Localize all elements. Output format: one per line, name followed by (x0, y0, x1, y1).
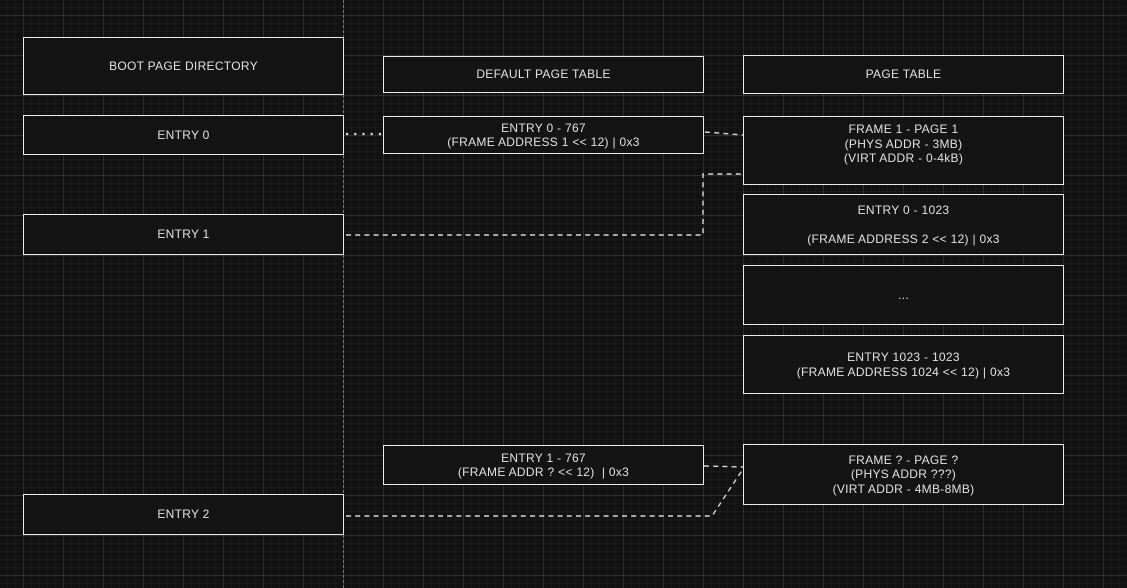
box-entry-0[interactable]: ENTRY 0 (23, 115, 344, 155)
box-default-entry-0-line2: (FRAME ADDRESS 1 << 12) | 0x3 (447, 135, 640, 149)
connector-entry1-to-frame1 (346, 173, 743, 236)
box-entry-1-label: ENTRY 1 (157, 227, 210, 242)
box-page-table[interactable]: PAGE TABLE (743, 55, 1064, 94)
box-entry-1[interactable]: ENTRY 1 (23, 214, 344, 255)
box-frame-1-line2: (PHYS ADDR - 3MB) (844, 136, 963, 151)
box-pt-entry-0-line3: (FRAME ADDRESS 2 << 12) | 0x3 (807, 231, 1000, 246)
connector-default-entry1-to-frame-unknown (703, 465, 744, 468)
box-pt-entry-0[interactable]: ENTRY 0 - 1023 (FRAME ADDRESS 2 << 12) |… (743, 194, 1064, 255)
box-page-table-label: PAGE TABLE (865, 67, 942, 82)
box-pt-entry-1023-line2: (FRAME ADDRESS 1024 << 12) | 0x3 (796, 364, 1011, 379)
connector-default-entry0-to-frame1 (704, 131, 744, 136)
box-frame-1-line1: FRAME 1 - PAGE 1 (848, 122, 959, 136)
box-frame-unknown-line3: (VIRT ADDR - 4MB-8MB) (832, 481, 975, 496)
box-frame-1[interactable]: FRAME 1 - PAGE 1 (PHYS ADDR - 3MB) (VIRT… (743, 116, 1064, 185)
box-default-entry-0-line1: ENTRY 0 - 767 (501, 120, 586, 135)
box-pt-ellipsis[interactable]: ... (743, 265, 1064, 325)
vertical-guide-line (343, 0, 344, 588)
box-entry-0-label: ENTRY 0 (157, 127, 210, 142)
box-default-page-table[interactable]: DEFAULT PAGE TABLE (383, 56, 704, 93)
box-frame-1-line3: (VIRT ADDR - 0-4kB) (843, 151, 964, 165)
box-frame-unknown-line1: FRAME ? - PAGE ? (848, 452, 959, 467)
box-default-entry-1-line1: ENTRY 1 - 767 (501, 450, 586, 465)
box-default-page-table-label: DEFAULT PAGE TABLE (476, 67, 611, 82)
box-default-entry-0[interactable]: ENTRY 0 - 767 (FRAME ADDRESS 1 << 12) | … (383, 116, 704, 154)
box-frame-unknown[interactable]: FRAME ? - PAGE ? (PHYS ADDR ???) (VIRT A… (743, 444, 1064, 505)
box-pt-ellipsis-label: ... (898, 287, 909, 302)
box-entry-2[interactable]: ENTRY 2 (23, 494, 344, 535)
box-pt-entry-1023-line1: ENTRY 1023 - 1023 (847, 350, 960, 364)
box-entry-2-label: ENTRY 2 (157, 507, 210, 522)
box-pt-entry-0-line1: ENTRY 0 - 1023 (857, 202, 950, 217)
box-boot-page-directory-label: BOOT PAGE DIRECTORY (109, 58, 258, 73)
box-default-entry-1[interactable]: ENTRY 1 - 767 (FRAME ADDR ? << 12) | 0x3 (383, 445, 704, 485)
box-frame-unknown-line2: (PHYS ADDR ???) (850, 467, 957, 482)
box-pt-entry-1023[interactable]: ENTRY 1023 - 1023 (FRAME ADDRESS 1024 <<… (743, 335, 1064, 394)
box-boot-page-directory[interactable]: BOOT PAGE DIRECTORY (23, 37, 344, 95)
box-default-entry-1-line2: (FRAME ADDR ? << 12) | 0x3 (457, 465, 630, 479)
